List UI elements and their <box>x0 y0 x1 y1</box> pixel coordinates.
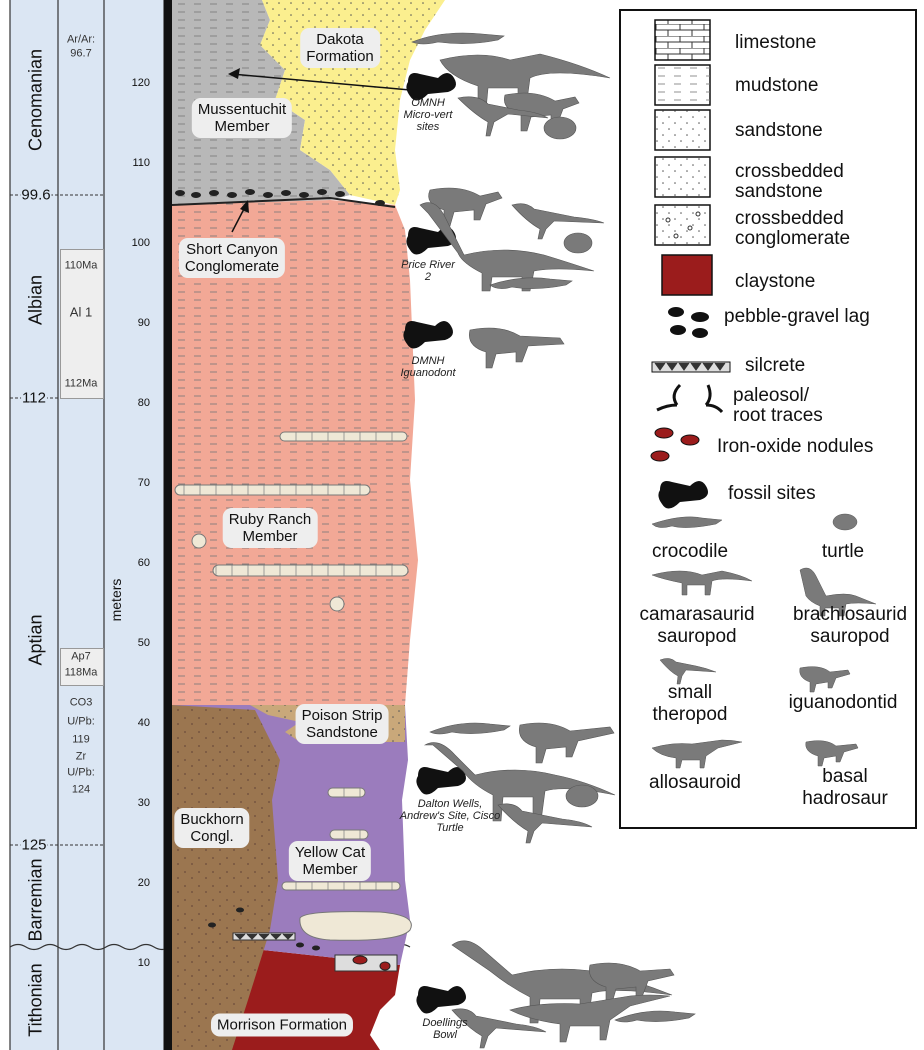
zr-label: Zr <box>76 751 86 764</box>
legend-pebble: pebble-gravel lag <box>724 307 870 327</box>
tick-30: 30 <box>138 797 150 809</box>
date-arar-label: Ar/Ar: <box>67 34 95 47</box>
boundary-99-6: 99.6 <box>20 187 51 204</box>
legend-turtle: turtle <box>822 541 864 563</box>
boundary-112: 112 <box>21 390 47 407</box>
ap7-value: 118Ma <box>65 667 98 680</box>
co3-value: 119 <box>72 734 90 747</box>
scale-unit: meters <box>108 579 124 622</box>
label-morrison: Morrison Formation <box>211 1014 353 1037</box>
tick-120: 120 <box>132 77 150 89</box>
co3-label: CO3 <box>70 697 93 710</box>
zr-value: 124 <box>72 784 90 797</box>
legend-iguanodontid: iguanodontid <box>789 692 898 714</box>
legend-mudstone: mudstone <box>735 76 818 96</box>
zr-method: U/Pb: <box>67 767 95 780</box>
tick-110: 110 <box>132 157 150 169</box>
tick-90: 90 <box>138 317 150 329</box>
legend-silcrete: silcrete <box>745 356 805 376</box>
co3-method: U/Pb: <box>67 716 95 729</box>
legend-crocodile: crocodile <box>652 541 728 563</box>
legend-sandstone: sandstone <box>735 121 823 141</box>
ap7-label: Ap7 <box>71 651 91 664</box>
tick-10: 10 <box>138 957 150 969</box>
stage-cenomanian: Cenomanian <box>26 49 47 151</box>
tick-60: 60 <box>138 557 150 569</box>
legend-iron: Iron-oxide nodules <box>717 437 873 457</box>
stage-tithonian: Tithonian <box>26 963 47 1036</box>
stage-barremian: Barremian <box>26 858 47 941</box>
legend-limestone: limestone <box>735 33 816 53</box>
boundary-125: 125 <box>20 837 47 854</box>
al1-top: 110Ma <box>65 260 98 273</box>
tick-50: 50 <box>138 637 150 649</box>
legend-fossil: fossil sites <box>728 484 816 504</box>
legend-allosauroid: allosauroid <box>649 772 741 794</box>
legend-paleosol: paleosol/root traces <box>733 386 823 426</box>
stage-albian: Albian <box>26 275 47 325</box>
tick-80: 80 <box>138 397 150 409</box>
tick-40: 40 <box>138 717 150 729</box>
stage-aptian: Aptian <box>26 614 47 665</box>
tick-20: 20 <box>138 877 150 889</box>
date-arar-value: 96.7 <box>70 48 91 61</box>
al1-bottom: 112Ma <box>65 378 98 391</box>
tick-100: 100 <box>132 237 150 249</box>
al1-label: Al 1 <box>70 306 92 319</box>
legend-claystone: claystone <box>735 272 815 292</box>
tick-70: 70 <box>138 477 150 489</box>
